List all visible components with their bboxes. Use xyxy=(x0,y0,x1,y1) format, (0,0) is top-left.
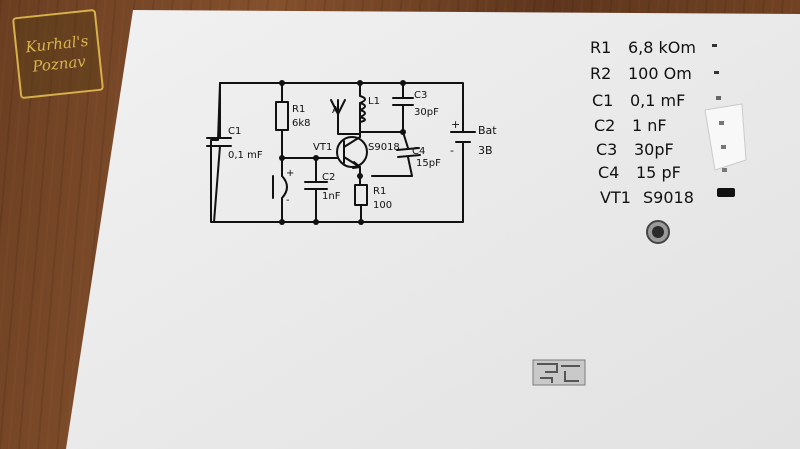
r1-value: 6k8 xyxy=(292,118,311,129)
c2-value: 1nF xyxy=(322,191,341,202)
part-value: 0,1 mF xyxy=(630,91,685,110)
resistor-r1-part xyxy=(712,44,717,47)
junction-dots xyxy=(279,80,406,225)
battery-value: 3B xyxy=(478,144,493,157)
capacitor-c1-part xyxy=(716,96,721,100)
mic-plus: + xyxy=(286,168,294,179)
resistor-r2-part xyxy=(714,71,719,74)
mic-minus: - xyxy=(286,195,290,206)
c4-value: 15pF xyxy=(416,158,441,169)
antenna-label: A xyxy=(332,105,339,116)
part-ref: C3 xyxy=(596,140,617,159)
vt1-label: VT1 xyxy=(313,142,332,153)
parts-list: R1 6,8 kOm R2 100 Om C1 0,1 mF C2 1 nF C… xyxy=(590,38,696,207)
battery-plus: + xyxy=(451,118,460,131)
vt1-part: S9018 xyxy=(368,142,400,153)
part-ref: VT1 xyxy=(600,188,631,207)
c4-label: C4 xyxy=(412,146,425,157)
capacitor-c3-part xyxy=(721,145,726,149)
tape-strip xyxy=(704,103,747,171)
physical-components xyxy=(532,44,747,386)
r1-label: R1 xyxy=(292,104,305,115)
capacitor-c2-part xyxy=(719,121,724,125)
part-value: 100 Om xyxy=(628,64,692,83)
part-value: 1 nF xyxy=(632,116,667,135)
battery-minus: - xyxy=(450,144,454,157)
part-ref: C2 xyxy=(594,116,615,135)
microphone-membrane xyxy=(652,226,664,238)
part-value: 30pF xyxy=(634,140,674,159)
l1-label: L1 xyxy=(368,96,380,107)
part-value: 15 pF xyxy=(636,163,681,182)
c2-label: C2 xyxy=(322,172,335,183)
part-value: S9018 xyxy=(643,188,694,207)
part-ref: R1 xyxy=(590,38,611,57)
battery-label: Bat xyxy=(478,124,497,137)
part-ref: C1 xyxy=(592,91,613,110)
capacitor-c4-part xyxy=(722,168,727,172)
channel-logo: Kurhal's Poznav xyxy=(11,8,105,100)
circuit-schematic: C1 0,1 mF R1 6k8 A L1 C3 30pF VT1 S9018 … xyxy=(206,80,497,225)
part-value: 6,8 kOm xyxy=(628,38,696,57)
transistor-vt1-part xyxy=(717,188,735,197)
c1-label: C1 xyxy=(228,126,241,137)
part-ref: R2 xyxy=(590,64,611,83)
r2-value: 100 xyxy=(373,200,392,211)
c3-label: C3 xyxy=(414,90,427,101)
paper-surface xyxy=(66,10,800,449)
c1-value: 0,1 mF xyxy=(228,150,263,161)
pcb-traces xyxy=(537,363,580,383)
r2-label: R1 xyxy=(373,186,386,197)
c3-value: 30pF xyxy=(414,107,439,118)
part-ref: C4 xyxy=(598,163,619,182)
